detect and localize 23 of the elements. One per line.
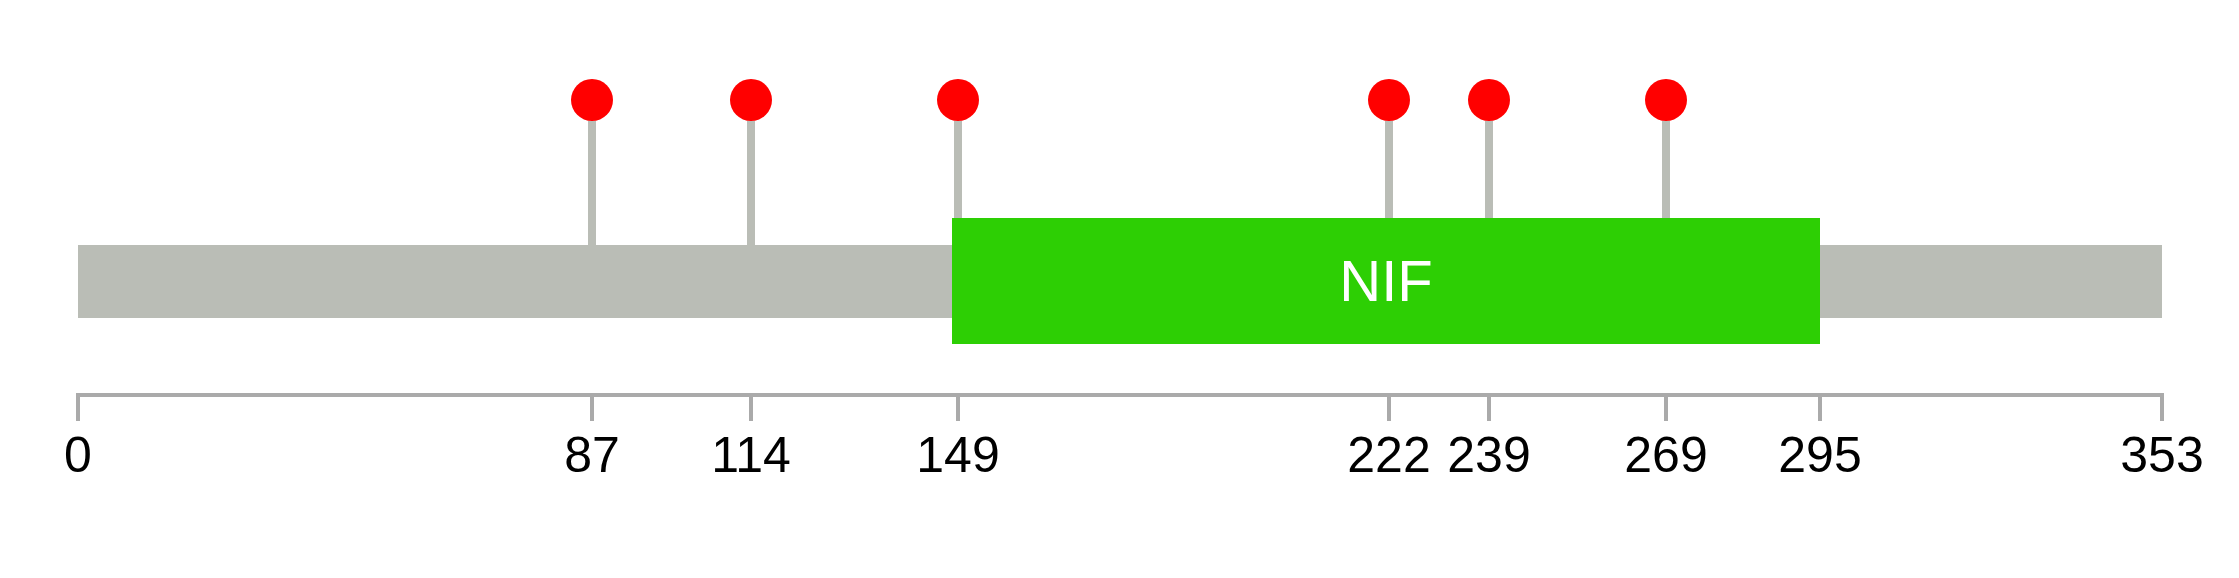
stem-line (954, 121, 962, 218)
mutation-dot (1468, 79, 1510, 121)
tick-label: 114 (711, 430, 791, 480)
stem-line (747, 121, 755, 245)
mutation-dot (730, 79, 772, 121)
stem-line (1385, 121, 1393, 218)
mutation-dot (937, 79, 979, 121)
domain-box (952, 218, 1820, 344)
tick-label: 239 (1447, 430, 1531, 480)
tick-label: 0 (64, 430, 92, 480)
stem-line (1485, 121, 1493, 218)
tick-label: 353 (2120, 430, 2204, 480)
mutation-dot (1368, 79, 1410, 121)
mutation-dot (571, 79, 613, 121)
tick-label: 269 (1624, 430, 1708, 480)
tick-label: 222 (1347, 430, 1431, 480)
mutation-dot (1645, 79, 1687, 121)
tick-label: 87 (564, 430, 620, 480)
tick-label: 295 (1778, 430, 1862, 480)
stem-line (588, 121, 596, 245)
stem-line (1662, 121, 1670, 218)
domain-label: NIF (1339, 252, 1433, 310)
tick-label: 149 (916, 430, 1000, 480)
